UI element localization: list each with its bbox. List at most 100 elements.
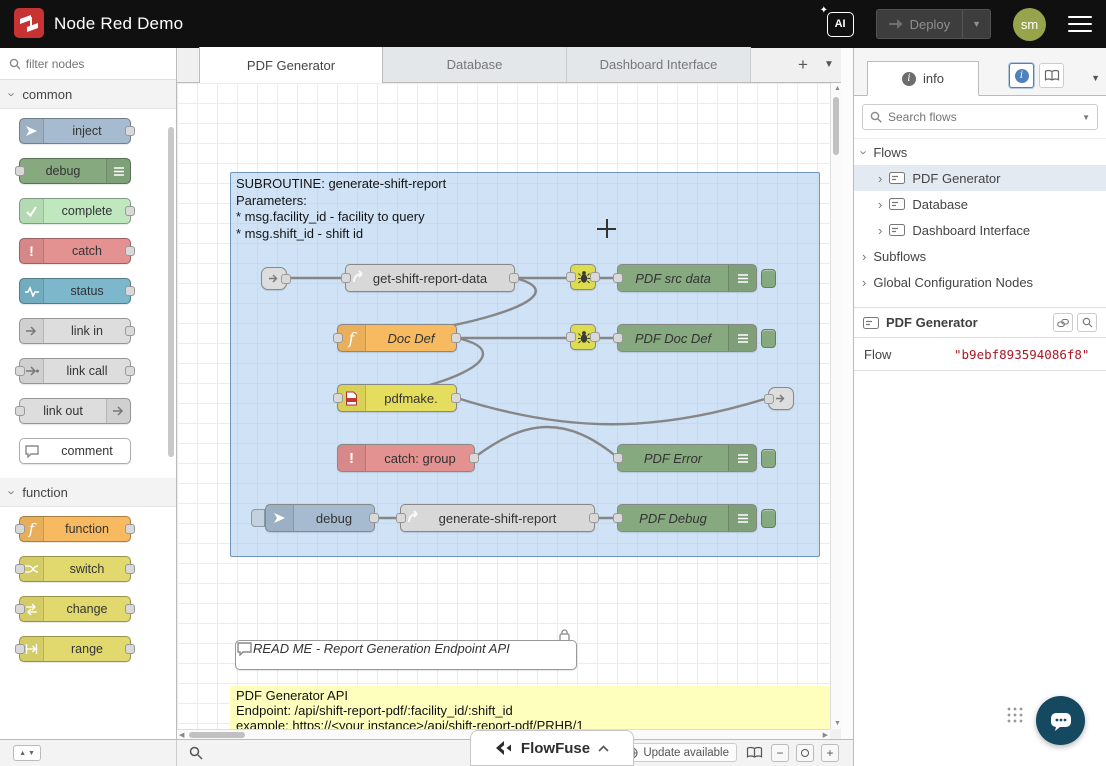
node-generate-shift-report[interactable]: generate-shift-report (400, 504, 595, 532)
node-catch-group[interactable]: ! catch: group (337, 444, 475, 472)
sidebar-tab-info-icon-button[interactable]: i (1009, 63, 1034, 88)
palette-node-inject[interactable]: inject (19, 118, 131, 144)
tree-item-dashboard-interface[interactable]: › Dashboard Interface (854, 217, 1106, 243)
node-port (566, 332, 576, 342)
inject-icon (266, 505, 294, 531)
tree-item-database[interactable]: › Database (854, 191, 1106, 217)
node-pdfmake[interactable]: pdfmake. (337, 384, 457, 412)
node-link-in[interactable] (261, 267, 287, 290)
palette-filter-input[interactable] (26, 57, 167, 71)
sidebar-tab-help-icon-button[interactable] (1039, 63, 1064, 88)
tree-item-flows[interactable]: › Flows (854, 139, 1106, 165)
node-port (613, 333, 623, 343)
node-port (125, 524, 135, 534)
node-pdf-debug[interactable]: PDF Debug (617, 504, 757, 532)
deploy-dropdown-button[interactable]: ▼ (962, 10, 990, 38)
canvas-vertical-scrollbar[interactable]: ▲ ▼ (830, 83, 841, 729)
node-pdf-error[interactable]: PDF Error (617, 444, 757, 472)
palette-node-catch[interactable]: ! catch (19, 238, 131, 264)
palette-category-common[interactable]: › common (0, 80, 176, 109)
flow-group[interactable]: SUBROUTINE: generate-shift-report Parame… (230, 172, 820, 557)
palette-node-change[interactable]: change (19, 596, 131, 622)
debug-toggle-button[interactable] (761, 269, 776, 288)
palette-node-link-out[interactable]: link out (19, 398, 131, 424)
update-available-button[interactable]: Update available (618, 743, 737, 762)
palette-collapse-button[interactable]: ▲▼ (13, 745, 41, 761)
palette-node-comment[interactable]: comment (19, 438, 131, 464)
zoom-out-button[interactable]: − (771, 744, 789, 762)
palette-node-debug[interactable]: debug (19, 158, 131, 184)
node-bug-1[interactable] (570, 264, 596, 290)
scroll-right-arrow[interactable]: ▶ (823, 732, 828, 739)
scroll-up-arrow[interactable]: ▲ (834, 85, 841, 92)
sparkle-icon: ✦ (820, 5, 828, 16)
inject-trigger-button[interactable] (251, 509, 265, 527)
toggle-navigator-button[interactable] (744, 744, 764, 762)
search-options-dropdown[interactable]: ▼ (1082, 113, 1090, 122)
flowfuse-banner-button[interactable]: FlowFuse (470, 730, 634, 766)
palette-node-complete[interactable]: complete (19, 198, 131, 224)
node-port (396, 513, 406, 523)
ai-assistant-button[interactable]: ✦AI (827, 12, 854, 37)
app-header: Node Red Demo ✦AI Deploy ▼ sm (0, 0, 1106, 48)
scrollbar-thumb[interactable] (189, 732, 245, 738)
palette-node-link-in[interactable]: link in (19, 318, 131, 344)
debug-toggle-button[interactable] (761, 329, 776, 348)
deploy-button[interactable]: Deploy ▼ (876, 9, 991, 39)
tab-pdf-generator[interactable]: PDF Generator (199, 47, 383, 83)
flow-icon (863, 317, 879, 329)
tab-database[interactable]: Database (383, 47, 567, 82)
scroll-left-arrow[interactable]: ◀ (179, 732, 184, 739)
main-menu-button[interactable] (1068, 16, 1092, 33)
widget-drag-handle[interactable] (1006, 706, 1023, 723)
flow-icon (889, 172, 905, 184)
inject-icon (20, 119, 44, 143)
node-inject-debug[interactable]: debug (265, 504, 375, 532)
node-comment-readme[interactable]: READ ME - Report Generation Endpoint API (235, 640, 577, 670)
node-link-out[interactable] (768, 387, 794, 410)
palette-node-range[interactable]: range (19, 636, 131, 662)
zoom-reset-button[interactable] (796, 744, 814, 762)
tree-item-subflows[interactable]: › Subflows (854, 243, 1106, 269)
palette-node-switch[interactable]: switch (19, 556, 131, 582)
debug-toggle-button[interactable] (761, 449, 776, 468)
catch-icon: ! (20, 239, 44, 263)
search-flows-input[interactable] (888, 110, 1076, 124)
tab-dashboard-interface[interactable]: Dashboard Interface (567, 47, 751, 82)
node-bug-2[interactable] (570, 324, 596, 350)
scroll-down-arrow[interactable]: ▼ (834, 720, 841, 727)
tree-item-pdf-generator[interactable]: › PDF Generator (854, 165, 1106, 191)
node-port (125, 286, 135, 296)
node-pdf-src-data[interactable]: PDF src data (617, 264, 757, 292)
chat-widget-button[interactable] (1036, 696, 1085, 745)
flow-canvas[interactable]: SUBROUTINE: generate-shift-report Parame… (177, 83, 841, 740)
sidebar-tab-info[interactable]: i info (867, 61, 979, 96)
node-port (125, 326, 135, 336)
palette-node-link-call[interactable]: link call (19, 358, 131, 384)
node-pdf-doc-def[interactable]: PDF Doc Def (617, 324, 757, 352)
palette-node-function[interactable]: f function (19, 516, 131, 542)
user-avatar[interactable]: sm (1013, 8, 1046, 41)
add-flow-button[interactable]: + (789, 47, 817, 82)
sidebar-tabs-dropdown-button[interactable]: ▼ (1091, 73, 1100, 83)
zoom-in-button[interactable]: + (821, 744, 839, 762)
node-port (333, 393, 343, 403)
search-icon (9, 58, 20, 70)
sidebar-resizer[interactable] (841, 48, 853, 740)
tree-item-global-config[interactable]: › Global Configuration Nodes (854, 269, 1106, 295)
node-doc-def[interactable]: f Doc Def (337, 324, 457, 352)
search-related-button[interactable] (1077, 313, 1097, 332)
tab-list-dropdown-button[interactable]: ▼ (817, 47, 841, 82)
scrollbar-thumb[interactable] (833, 97, 839, 155)
copy-link-button[interactable] (1053, 313, 1073, 332)
node-port (764, 394, 774, 404)
palette-node-status[interactable]: status (19, 278, 131, 304)
palette-scrollbar[interactable] (168, 127, 174, 457)
group-label-line: SUBROUTINE: generate-shift-report (236, 176, 814, 193)
canvas-search-icon[interactable] (189, 746, 203, 763)
debug-toggle-button[interactable] (761, 509, 776, 528)
palette-category-function[interactable]: › function (0, 478, 176, 507)
node-port (451, 333, 461, 343)
debug-icon (728, 265, 756, 291)
node-get-shift-report-data[interactable]: get-shift-report-data (345, 264, 515, 292)
